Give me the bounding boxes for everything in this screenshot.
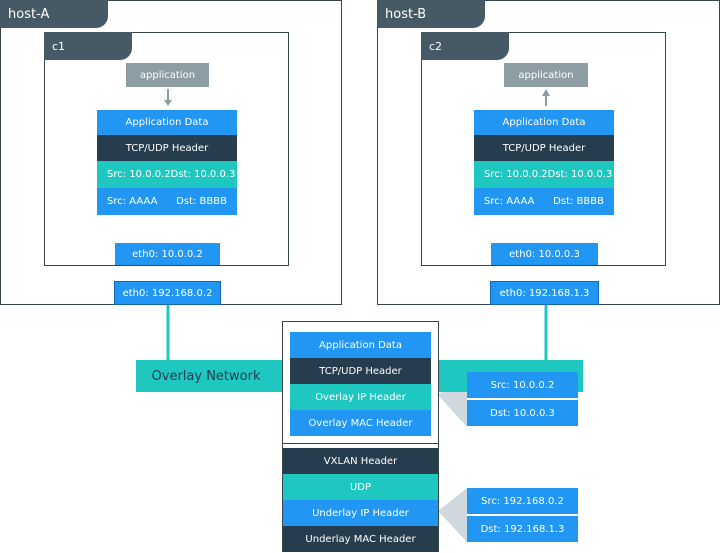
packet-tcp-header: TCP/UDP Header bbox=[290, 358, 431, 384]
overlay-callout-src: Src: 10.0.0.2 bbox=[467, 372, 578, 398]
underlay-callout-wedge bbox=[438, 488, 467, 542]
arrow-down-icon bbox=[164, 100, 172, 106]
inner-frame bbox=[282, 321, 439, 444]
underlay-callout-src: Src: 192.168.0.2 bbox=[467, 488, 578, 514]
host-b-mac-header: Src: AAAA Dst: BBBB bbox=[474, 188, 614, 215]
overlay-callout-dst: Dst: 10.0.0.3 bbox=[467, 400, 578, 426]
overlay-network-label: Overlay Network bbox=[151, 368, 261, 384]
packet-app-data: Application Data bbox=[290, 332, 431, 358]
host-a-label: host-A bbox=[0, 0, 108, 28]
host-b-label: host-B bbox=[377, 0, 485, 28]
host-b-tcp-header: TCP/UDP Header bbox=[474, 135, 614, 161]
container-c2-label: c2 bbox=[421, 32, 509, 60]
host-a-mac-header: Src: AAAA Dst: BBBB bbox=[97, 188, 237, 215]
src-mac: Src: AAAA bbox=[107, 196, 158, 207]
packet-underlay-mac-header: Underlay MAC Header bbox=[283, 526, 438, 552]
packet-underlay-ip-header: Underlay IP Header bbox=[283, 500, 438, 526]
src-ip: Src: 10.0.0.2 bbox=[484, 169, 548, 180]
dst-ip: Dst: 10.0.0.3 bbox=[547, 169, 613, 180]
packet-vxlan-header: VXLAN Header bbox=[283, 448, 438, 474]
host-b-ip-header: Src: 10.0.0.2 Dst: 10.0.0.3 bbox=[474, 161, 614, 188]
src-ip: Src: 10.0.0.2 bbox=[107, 169, 171, 180]
host-a-host-eth0: eth0: 192.168.0.2 bbox=[114, 281, 221, 305]
underlay-callout-dst: Dst: 192.168.1.3 bbox=[467, 516, 578, 542]
host-a-app-data: Application Data bbox=[97, 110, 237, 135]
container-c1-label: c1 bbox=[44, 32, 132, 60]
host-b-host-eth0: eth0: 192.168.1.3 bbox=[490, 281, 599, 305]
dst-mac: Dst: BBBB bbox=[553, 196, 604, 207]
host-b-app-data: Application Data bbox=[474, 110, 614, 135]
dst-mac: Dst: BBBB bbox=[176, 196, 227, 207]
host-a-application: application bbox=[126, 63, 209, 87]
host-b-container-eth0: eth0: 10.0.0.3 bbox=[491, 243, 598, 265]
packet-udp: UDP bbox=[283, 474, 438, 500]
packet-overlay-ip-header: Overlay IP Header bbox=[290, 384, 431, 410]
packet-overlay-mac-header: Overlay MAC Header bbox=[290, 410, 431, 436]
src-mac: Src: AAAA bbox=[484, 196, 535, 207]
host-a-ip-header: Src: 10.0.0.2 Dst: 10.0.0.3 bbox=[97, 161, 237, 188]
arrow-up-icon bbox=[542, 89, 550, 96]
host-b-application: application bbox=[504, 63, 588, 87]
host-a-tcp-header: TCP/UDP Header bbox=[97, 135, 237, 161]
dst-ip: Dst: 10.0.0.3 bbox=[170, 169, 236, 180]
host-a-container-eth0: eth0: 10.0.0.2 bbox=[115, 243, 220, 265]
